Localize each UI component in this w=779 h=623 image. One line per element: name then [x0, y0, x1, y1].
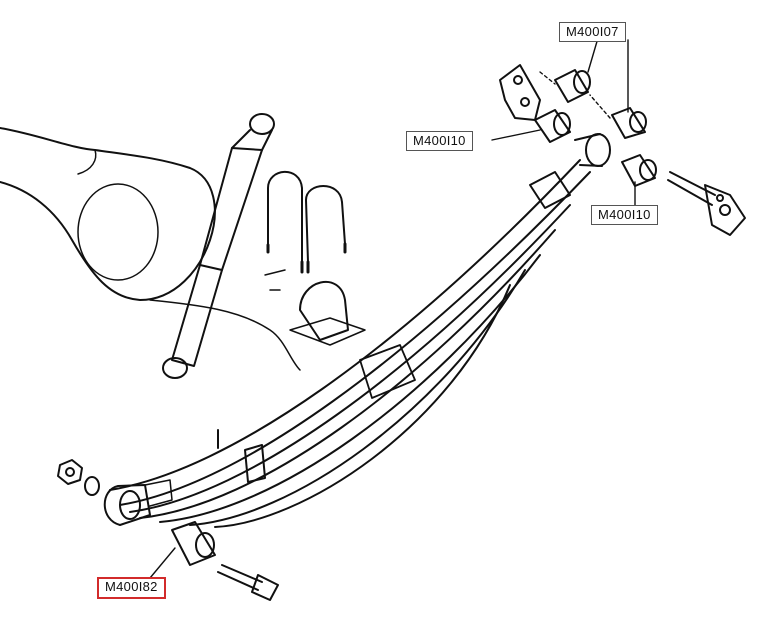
part-label-m400i82: M400I82 — [97, 577, 166, 599]
shackle-right — [667, 171, 746, 236]
leader-lines — [149, 37, 636, 579]
spring-eye-front — [574, 133, 611, 167]
part-label-m400i07: M400I07 — [559, 22, 626, 42]
leaf-spring — [109, 159, 591, 528]
spring-eye-rear — [103, 479, 173, 526]
nuts — [57, 459, 100, 496]
bushing-m400i82 — [171, 521, 216, 566]
bushing-m400i07 — [554, 69, 591, 103]
bushing-top-right — [611, 107, 647, 139]
u-bolts — [266, 170, 347, 274]
part-label-m400i10-right: M400I10 — [591, 205, 658, 225]
bolt-bottom — [217, 564, 279, 601]
shackle-plate — [499, 64, 541, 121]
shock-absorber — [162, 113, 275, 379]
axle-housing — [0, 127, 301, 371]
bushing-m400i10-right — [621, 154, 657, 187]
spring-seat — [264, 269, 366, 346]
bushing-m400i10-middle — [534, 109, 571, 143]
part-label-m400i10-middle: M400I10 — [406, 131, 473, 151]
